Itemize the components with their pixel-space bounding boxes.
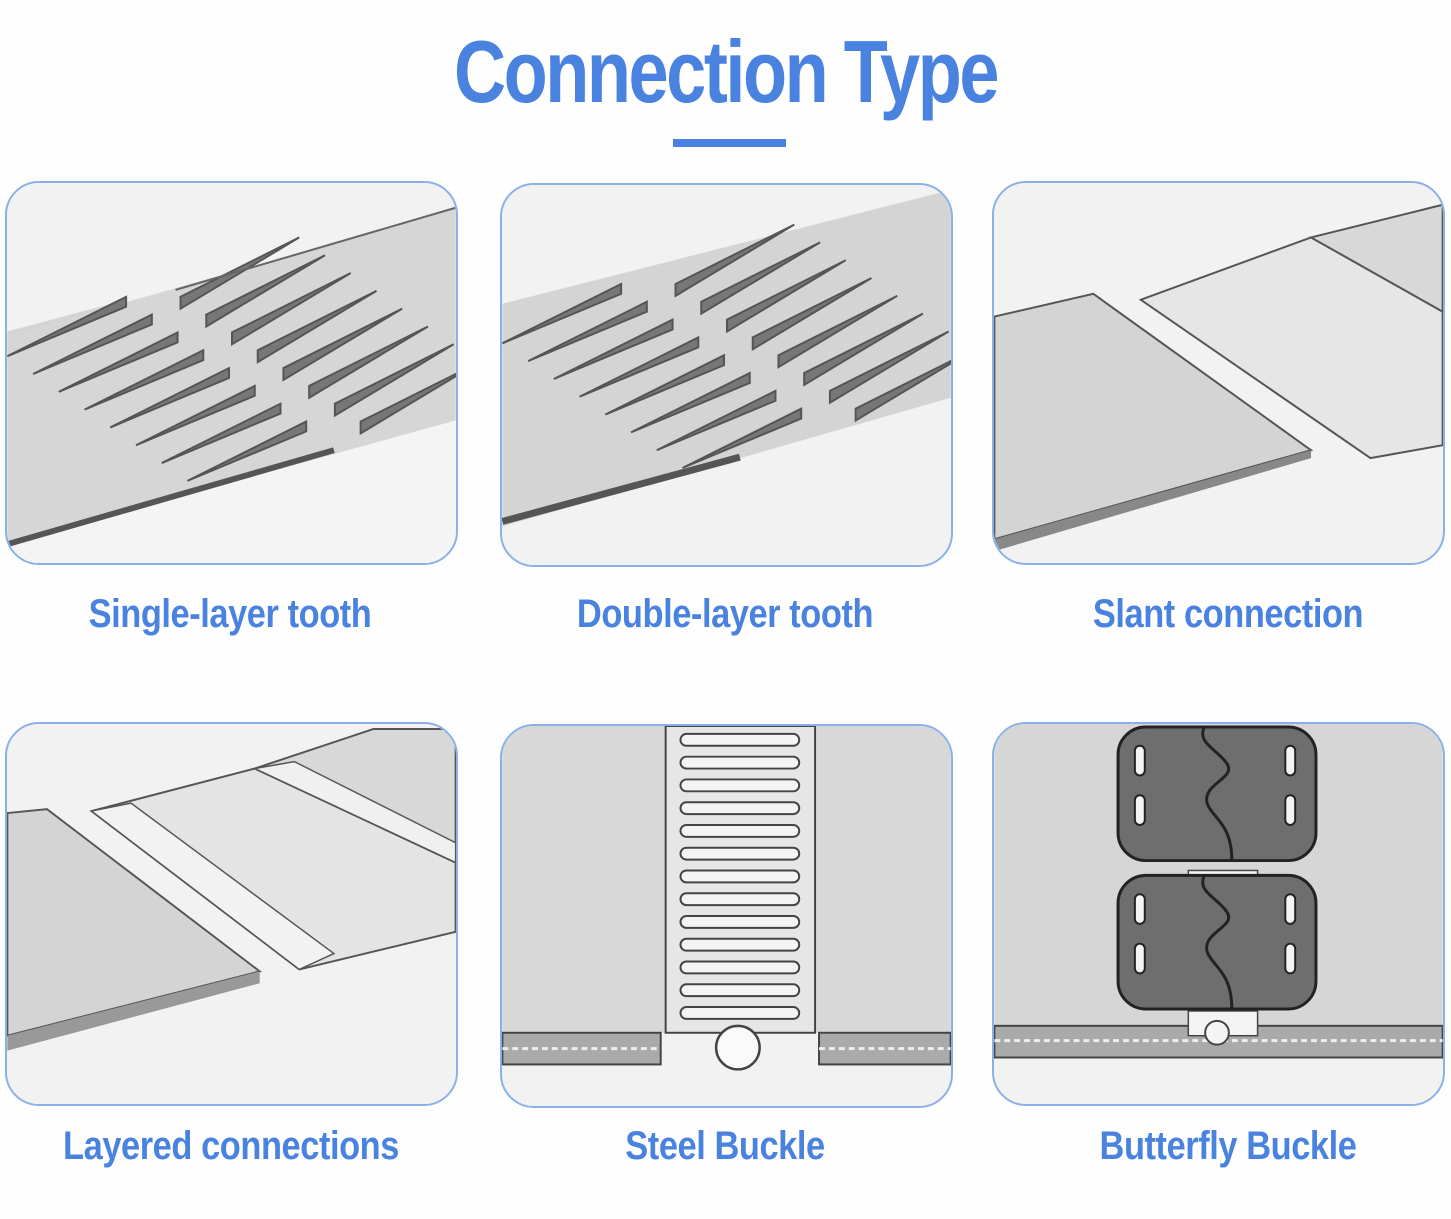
double-layer-tooth-icon [502,185,951,565]
layered-connections-label: Layered connections [63,1124,399,1168]
steel-buckle-label: Steel Buckle [625,1124,825,1168]
single-layer-tooth-card [5,181,458,565]
double-layer-tooth-card [500,183,953,567]
coil [679,983,801,998]
butterfly-buckle-card [992,722,1445,1106]
tooth-left [553,317,674,380]
tooth-left [7,295,128,358]
coil [679,869,801,884]
tooth-left [630,371,751,434]
tooth-left [187,419,308,482]
tooth-right [777,294,898,369]
tooth-left [579,335,700,398]
tooth-left [527,300,648,363]
coil [679,801,801,816]
tooth-right [205,254,326,329]
coil [679,755,801,770]
coil [679,937,801,952]
tooth-left [161,402,282,464]
tooth-right [700,241,821,316]
tooth-right [828,330,950,405]
coil [679,732,801,747]
tooth-right [231,272,352,347]
slant-connection-icon [994,183,1443,563]
tooth-left [109,366,231,429]
tooth-left [32,313,153,375]
coil [679,846,801,861]
layered-connections-card [5,722,458,1106]
single-layer-tooth-label: Single-layer tooth [88,592,372,636]
tooth-right [854,359,951,423]
tooth-right [333,343,455,418]
slant-connection-card [992,181,1445,565]
single-layer-tooth-icon [7,183,456,563]
tooth-left [135,384,256,447]
tooth-left [502,282,623,345]
tooth-right [751,277,872,352]
tooth-left [604,353,726,416]
tooth-right [256,289,377,364]
butterfly-buckle-label: Butterfly Buckle [1099,1124,1357,1168]
tooth-right [803,312,924,387]
tooth-right [308,325,429,400]
steel-buckle-icon [502,726,951,1106]
tooth-right [726,259,847,334]
tooth-left [58,330,179,393]
slant-connection-label: Slant connection [1092,592,1364,636]
steel-buckle-card [500,724,953,1108]
tooth-left [84,348,205,411]
coil [679,823,801,838]
tooth-left [656,389,777,452]
butterfly-buckle-icon [994,724,1443,1104]
coil [679,915,801,929]
double-layer-tooth-label: Double-layer tooth [576,592,874,636]
tooth-right [179,236,300,311]
tooth-right [282,307,403,382]
tooth-right [359,372,456,436]
page-title: Connection Type [453,22,1000,121]
coil [679,892,801,907]
layered-connections-icon [7,724,456,1104]
tooth-left [682,407,803,469]
title-underline [673,139,786,147]
coil [679,1006,801,1020]
coil [679,960,801,975]
tooth-right [674,223,795,298]
coil [679,778,801,793]
